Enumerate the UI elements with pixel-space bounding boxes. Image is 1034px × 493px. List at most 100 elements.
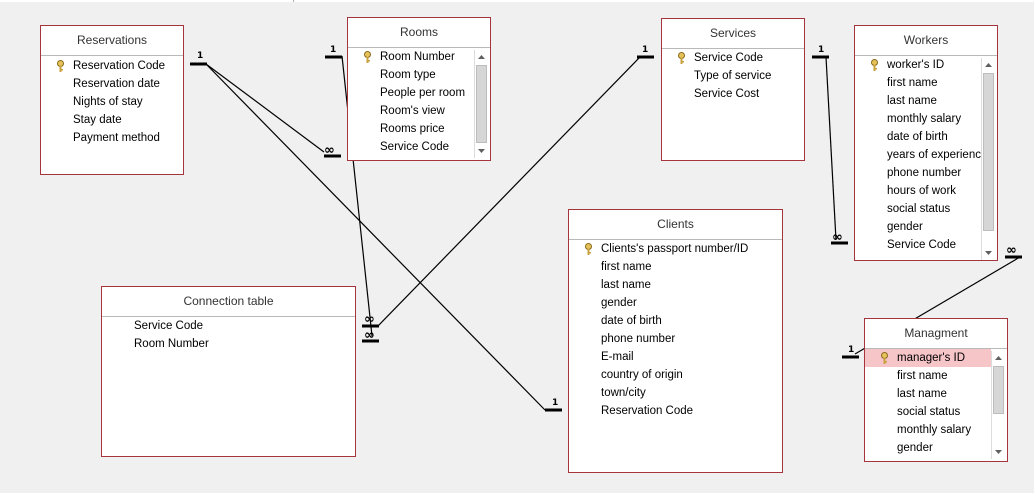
field-label: town/city xyxy=(601,387,646,399)
field-service-cost[interactable]: Service Cost xyxy=(662,85,804,103)
field-reservation-code[interactable]: Reservation Code xyxy=(41,57,183,75)
vertical-scrollbar[interactable] xyxy=(981,58,995,260)
field-reservation-code[interactable]: Reservation Code xyxy=(569,402,782,420)
field-label: Reservation Code xyxy=(601,405,694,417)
field-list: Service Code Room Number xyxy=(102,317,355,353)
field-room-number[interactable]: Room Number xyxy=(348,48,490,66)
field-label: Nights of stay xyxy=(73,96,143,108)
scroll-down-arrow-icon[interactable] xyxy=(992,445,1005,459)
table-services[interactable]: Services Service Code Type of service Se… xyxy=(661,18,805,161)
field-label: years of experienc xyxy=(887,149,981,161)
field-country-of-origin[interactable]: country of origin xyxy=(569,366,782,384)
field-service-code[interactable]: Service Code xyxy=(855,236,981,254)
table-workers[interactable]: Workers worker's ID first name last name… xyxy=(854,25,998,261)
scrollbar-thumb[interactable] xyxy=(983,73,994,231)
field-label: Service Code xyxy=(134,320,204,332)
field-social-status[interactable]: social status xyxy=(855,200,981,218)
field-label: gender xyxy=(897,442,933,454)
document-tab-strip xyxy=(0,0,1034,2)
primary-key-icon xyxy=(871,59,878,71)
field-town-city[interactable]: town/city xyxy=(569,384,782,402)
field-people-per-room[interactable]: People per room xyxy=(348,84,490,102)
field-service-code[interactable]: Service Code xyxy=(348,138,490,156)
field-label: Room's view xyxy=(380,105,445,117)
field-label: date of birth xyxy=(601,315,662,327)
field-first-name[interactable]: first name xyxy=(569,258,782,276)
vertical-scrollbar[interactable] xyxy=(991,351,1005,459)
scrollbar-thumb[interactable] xyxy=(993,366,1004,414)
field-label: Rooms price xyxy=(380,123,445,135)
field-workers-id[interactable]: worker's ID xyxy=(855,56,981,74)
field-room-type[interactable]: Room type xyxy=(348,66,490,84)
field-label: worker's ID xyxy=(887,59,945,71)
one-label: 1 xyxy=(642,45,649,55)
field-label: monthly salary xyxy=(887,113,962,125)
table-title[interactable]: Services xyxy=(662,19,804,49)
field-phone-number[interactable]: phone number xyxy=(569,330,782,348)
table-connection[interactable]: Connection table Service Code Room Numbe… xyxy=(101,286,356,457)
scrollbar-thumb[interactable] xyxy=(476,65,487,143)
field-date-of-birth[interactable]: date of birth xyxy=(569,312,782,330)
field-reservation-date[interactable]: Reservation date xyxy=(41,75,183,93)
vertical-scrollbar[interactable] xyxy=(474,50,488,158)
relationship-line[interactable] xyxy=(205,63,546,411)
field-date-of-birth[interactable]: date of birth xyxy=(855,128,981,146)
field-first-name[interactable]: first name xyxy=(855,74,981,92)
field-gender[interactable]: gender xyxy=(855,218,981,236)
field-label: first name xyxy=(601,261,652,273)
primary-key-icon xyxy=(678,52,685,64)
field-social-status[interactable]: social status xyxy=(865,403,991,421)
field-last-name[interactable]: last name xyxy=(855,92,981,110)
many-label: ∞ xyxy=(364,328,375,343)
field-payment-method[interactable]: Payment method xyxy=(41,129,183,147)
field-label: Reservation Code xyxy=(73,60,166,72)
field-managers-id[interactable]: manager's ID xyxy=(865,349,991,367)
field-gender[interactable]: gender xyxy=(865,439,991,457)
field-nights-of-stay[interactable]: Nights of stay xyxy=(41,93,183,111)
field-label: first name xyxy=(897,370,948,382)
table-rooms[interactable]: Rooms Room Number Room type People per r… xyxy=(347,17,491,161)
field-years-of-experience[interactable]: years of experienc xyxy=(855,146,981,164)
scroll-up-arrow-icon[interactable] xyxy=(982,58,995,72)
field-service-code[interactable]: Service Code xyxy=(102,317,355,335)
table-clients[interactable]: Clients Clients's passport number/ID fir… xyxy=(568,209,783,473)
field-last-name[interactable]: last name xyxy=(569,276,782,294)
field-room-number[interactable]: Room Number xyxy=(102,335,355,353)
table-title[interactable]: Clients xyxy=(569,210,782,240)
table-title[interactable]: Workers xyxy=(855,26,997,56)
scroll-down-arrow-icon[interactable] xyxy=(475,144,488,158)
field-last-name[interactable]: last name xyxy=(865,385,991,403)
many-label: ∞ xyxy=(324,143,335,158)
one-label: 1 xyxy=(552,398,559,408)
table-reservations[interactable]: Reservations Reservation Code Reservatio… xyxy=(40,25,184,175)
field-rooms-view[interactable]: Room's view xyxy=(348,102,490,120)
scroll-up-arrow-icon[interactable] xyxy=(475,50,488,64)
field-service-code[interactable]: Service Code xyxy=(662,49,804,67)
field-hours-of-work[interactable]: hours of work xyxy=(855,182,981,200)
field-monthly-salary[interactable]: monthly salary xyxy=(865,421,991,439)
field-rooms-price[interactable]: Rooms price xyxy=(348,120,490,138)
field-gender[interactable]: gender xyxy=(569,294,782,312)
one-label: 1 xyxy=(848,345,855,355)
relationship-line[interactable] xyxy=(377,56,641,327)
field-clients-passport-id[interactable]: Clients's passport number/ID xyxy=(569,240,782,258)
table-title[interactable]: Rooms xyxy=(348,18,490,48)
field-first-name[interactable]: first name xyxy=(865,367,991,385)
table-title[interactable]: Managment xyxy=(865,319,1007,349)
scroll-down-arrow-icon[interactable] xyxy=(982,246,995,260)
field-label: last name xyxy=(887,95,937,107)
field-phone-number[interactable]: phone number xyxy=(855,164,981,182)
scroll-up-arrow-icon[interactable] xyxy=(992,351,1005,365)
primary-key-icon xyxy=(364,51,371,63)
field-monthly-salary[interactable]: monthly salary xyxy=(855,110,981,128)
relationship-line[interactable] xyxy=(825,56,837,241)
table-managment[interactable]: Managment manager's ID first name last n… xyxy=(864,318,1008,462)
field-stay-date[interactable]: Stay date xyxy=(41,111,183,129)
field-email[interactable]: E-mail xyxy=(569,348,782,366)
table-title[interactable]: Connection table xyxy=(102,287,355,317)
table-title[interactable]: Reservations xyxy=(41,26,183,56)
field-label: Service Cost xyxy=(694,88,760,100)
field-label: first name xyxy=(887,77,938,89)
field-type-of-service[interactable]: Type of service xyxy=(662,67,804,85)
relationship-line[interactable] xyxy=(205,63,325,153)
